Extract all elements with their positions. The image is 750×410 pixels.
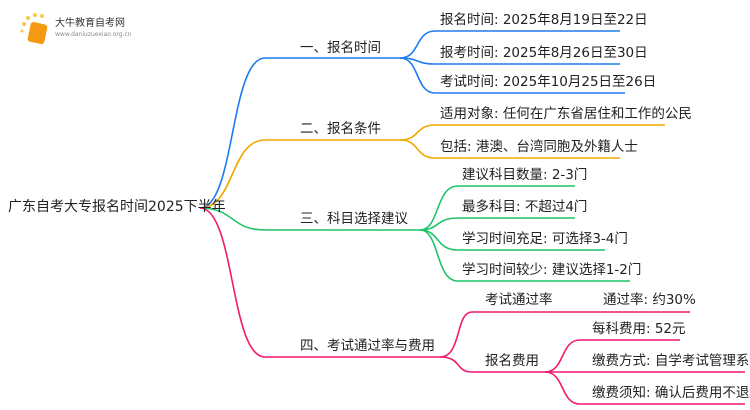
branch-3-item: 最多科目: 不超过4门 (462, 199, 588, 215)
branch-2-lines (199, 124, 665, 209)
branch-4-lines (199, 207, 745, 405)
branch-3-lines (199, 185, 630, 282)
branch-1-lines (199, 30, 625, 209)
fee-item: 缴费方式: 自学考试管理系统 (592, 353, 750, 369)
branch-4-label: 四、考试通过率与费用 (300, 338, 435, 354)
pass-rate-item: 通过率: 约30% (603, 292, 696, 308)
branch-2-label: 二、报名条件 (300, 121, 381, 137)
branch-1-label: 一、报名时间 (300, 40, 381, 56)
branch-2-item: 适用对象: 任何在广东省居住和工作的公民 (440, 106, 692, 122)
branch-3-label: 三、科目选择建议 (300, 211, 408, 227)
branch-3-item: 建议科目数量: 2-3门 (462, 167, 588, 183)
pass-rate-label: 考试通过率 (485, 292, 553, 308)
branch-3-item: 学习时间充足: 可选择3-4门 (462, 231, 628, 247)
logo-title: 大牛教育自考网 (55, 18, 125, 29)
logo-url: www.daniuzuexiao.org.cn (55, 31, 132, 38)
branch-1-item: 报考时间: 2025年8月26日至30日 (440, 45, 648, 61)
book-logo-icon (20, 13, 48, 45)
branch-2-item: 包括: 港澳、台湾同胞及外籍人士 (440, 139, 638, 155)
root-topic: 广东自考大专报名时间2025下半年 (8, 199, 226, 215)
fee-label: 报名费用 (485, 353, 539, 369)
fee-item: 每科费用: 52元 (592, 321, 686, 337)
branch-1-item: 报名时间: 2025年8月19日至22日 (440, 12, 648, 28)
branch-3-item: 学习时间较少: 建议选择1-2门 (462, 262, 642, 278)
branch-1-item: 考试时间: 2025年10月25日至26日 (440, 74, 657, 90)
fee-item: 缴费须知: 确认后费用不退还 (592, 385, 750, 401)
